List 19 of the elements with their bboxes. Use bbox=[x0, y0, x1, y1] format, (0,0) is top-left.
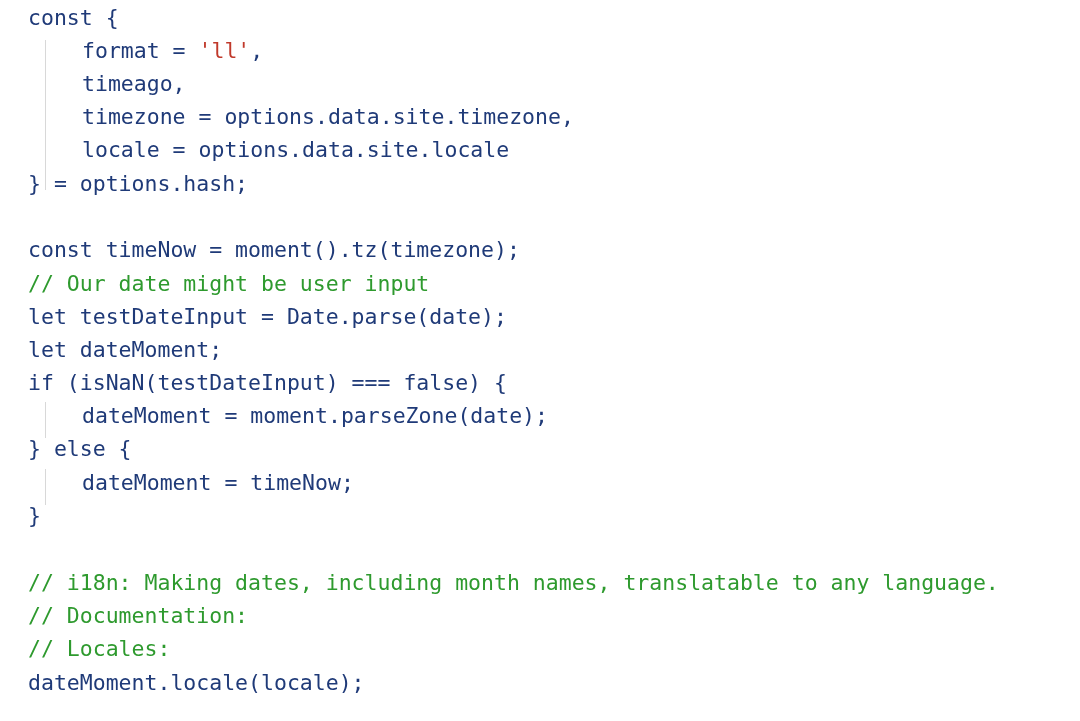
code-line: dateMoment = timeNow; bbox=[82, 470, 354, 496]
code-line: const { bbox=[28, 5, 119, 31]
code-comment: // Our date might be user input bbox=[28, 271, 430, 297]
code-line: locale = options.data.site.locale bbox=[82, 137, 510, 163]
code-comment: // Documentation: bbox=[28, 603, 249, 629]
code-line: const timeNow = moment().tz(timezone); bbox=[28, 237, 520, 263]
code-line: let dateMoment; bbox=[28, 337, 223, 363]
code-comment: // i18n: Making dates, including month names, translatable to any language. bbox=[28, 570, 999, 596]
code-line: timezone = options.data.site.timezone, bbox=[82, 104, 574, 130]
code-line: format = 'll', bbox=[82, 38, 264, 64]
code-line: timeago, bbox=[82, 71, 186, 97]
code-line: let testDateInput = Date.parse(date); bbox=[28, 304, 507, 330]
code-line: if (isNaN(testDateInput) === false) { bbox=[28, 370, 507, 396]
code-line: dateMoment = moment.parseZone(date); bbox=[82, 403, 548, 429]
code-line: } bbox=[28, 503, 41, 529]
code-line: } else { bbox=[28, 436, 132, 462]
code-line: dateMoment.locale(locale); bbox=[28, 670, 365, 696]
code-line: } = options.hash; bbox=[28, 171, 249, 197]
code-comment: // Locales: bbox=[28, 636, 171, 662]
